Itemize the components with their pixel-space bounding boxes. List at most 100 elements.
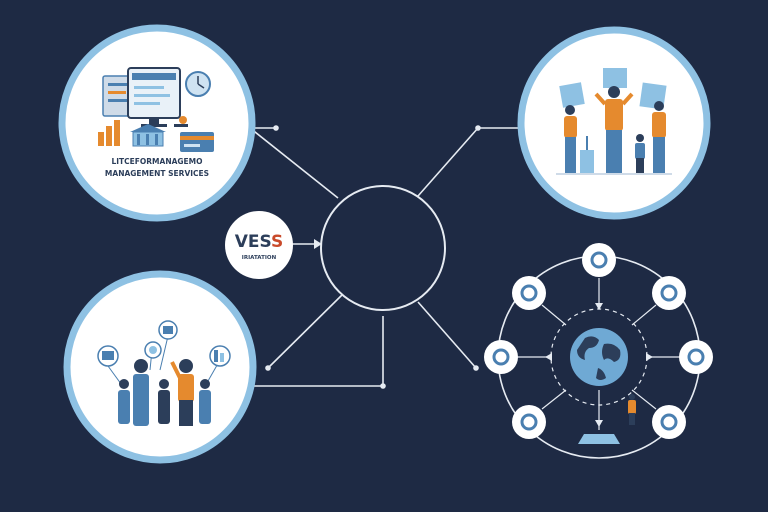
payment-card-stripe [180, 136, 214, 140]
panel-top-left: LITCEFORMANAGEMO MANAGEMENT SERVICES [58, 24, 256, 222]
person-head [134, 359, 148, 373]
person-arm [594, 92, 607, 106]
monitor-line [134, 86, 164, 89]
chart-bar [114, 120, 120, 146]
logo-badge-circle [225, 211, 293, 279]
person-head [654, 101, 664, 111]
person-body [564, 116, 577, 138]
logo-subtitle: IRIATATION [242, 255, 277, 261]
person-body [199, 390, 211, 424]
connector-bottom-right [417, 301, 477, 369]
connector-dots [265, 125, 481, 389]
person-legs [179, 400, 193, 426]
network-node [582, 243, 616, 277]
platform-icon [578, 434, 620, 444]
bubble-glyph [220, 353, 224, 362]
person-head [629, 394, 635, 400]
panel-bottom-left-ring [63, 270, 257, 464]
network-node [679, 340, 713, 374]
community-people-icon [97, 320, 231, 426]
team-collaboration-icon [556, 68, 672, 175]
person-head [636, 134, 644, 142]
logo-title: VESS [235, 232, 284, 252]
connector-dot [273, 125, 279, 131]
panel-top-left-line1: LITCEFORMANAGEMO [111, 157, 202, 166]
panel-bottom-right [484, 243, 713, 459]
connector-top-right [417, 127, 479, 197]
connector-dot [265, 365, 271, 371]
bubble-glyph [102, 351, 114, 360]
bank-pillar [155, 134, 158, 145]
network-arrows [545, 303, 653, 427]
person-body [635, 143, 645, 159]
bank-pillar [137, 134, 140, 145]
logo-title-main: VES [235, 232, 271, 252]
document-line [108, 83, 128, 86]
connector-dot [380, 383, 386, 389]
person-head [119, 379, 129, 389]
center-hub [320, 185, 446, 311]
person-body [605, 99, 623, 131]
person-arm [170, 361, 182, 379]
connector-top-left [249, 127, 339, 199]
person-head [565, 105, 575, 115]
payment-card [180, 132, 214, 152]
monitor-line [134, 102, 160, 105]
network-node [652, 276, 686, 310]
person-body [628, 400, 636, 414]
tool-icon [179, 116, 187, 124]
person-head [179, 359, 193, 373]
network-nodes [484, 243, 713, 439]
person-head [608, 86, 620, 98]
person-legs [606, 130, 622, 174]
person-head [200, 379, 210, 389]
network-node [484, 340, 518, 374]
person-arm [621, 92, 634, 106]
tool-icon [174, 124, 188, 127]
office-dashboard-icon [98, 67, 214, 152]
person-body [178, 374, 194, 402]
connector-dot [475, 125, 481, 131]
monitor-header [132, 73, 176, 80]
person-body [118, 390, 130, 424]
bank-roof [130, 124, 166, 132]
person-legs [636, 158, 644, 174]
bubble-glyph [163, 326, 173, 334]
connector-dot [473, 365, 479, 371]
monitor-line [134, 94, 170, 97]
plant-pot [580, 150, 594, 174]
person-legs [565, 137, 576, 173]
payment-card-line [184, 144, 200, 147]
person-body [133, 374, 149, 426]
network-node [652, 405, 686, 439]
globe-icon [570, 328, 628, 386]
person-legs [653, 137, 665, 174]
document-line [108, 99, 128, 102]
panel-top-left-line2: MANAGEMENT SERVICES [105, 169, 209, 178]
logo-title-accent: S [271, 232, 283, 252]
monitor-base [141, 124, 167, 127]
panel-bottom-left [63, 270, 257, 464]
logo-badge: VESS IRIATATION [225, 211, 293, 279]
bubble-glyph [214, 350, 218, 362]
bank-pillar [146, 134, 149, 145]
idea-board [603, 68, 627, 88]
person-head [159, 379, 169, 389]
document-line [108, 91, 126, 94]
connector-lines [249, 127, 525, 387]
chart-bar [106, 126, 112, 146]
person-legs [629, 413, 635, 425]
network-node [512, 276, 546, 310]
idea-board [559, 82, 585, 108]
panel-top-right [517, 26, 711, 220]
connector-bottom-left [267, 292, 345, 369]
person-body [652, 112, 666, 138]
arrow-right-icon [314, 239, 322, 249]
clock-hand [197, 83, 205, 89]
bubble-glyph [149, 346, 157, 354]
monitor-stand [149, 118, 159, 125]
person-body [158, 390, 170, 424]
chart-bar [98, 132, 104, 146]
network-node [512, 405, 546, 439]
